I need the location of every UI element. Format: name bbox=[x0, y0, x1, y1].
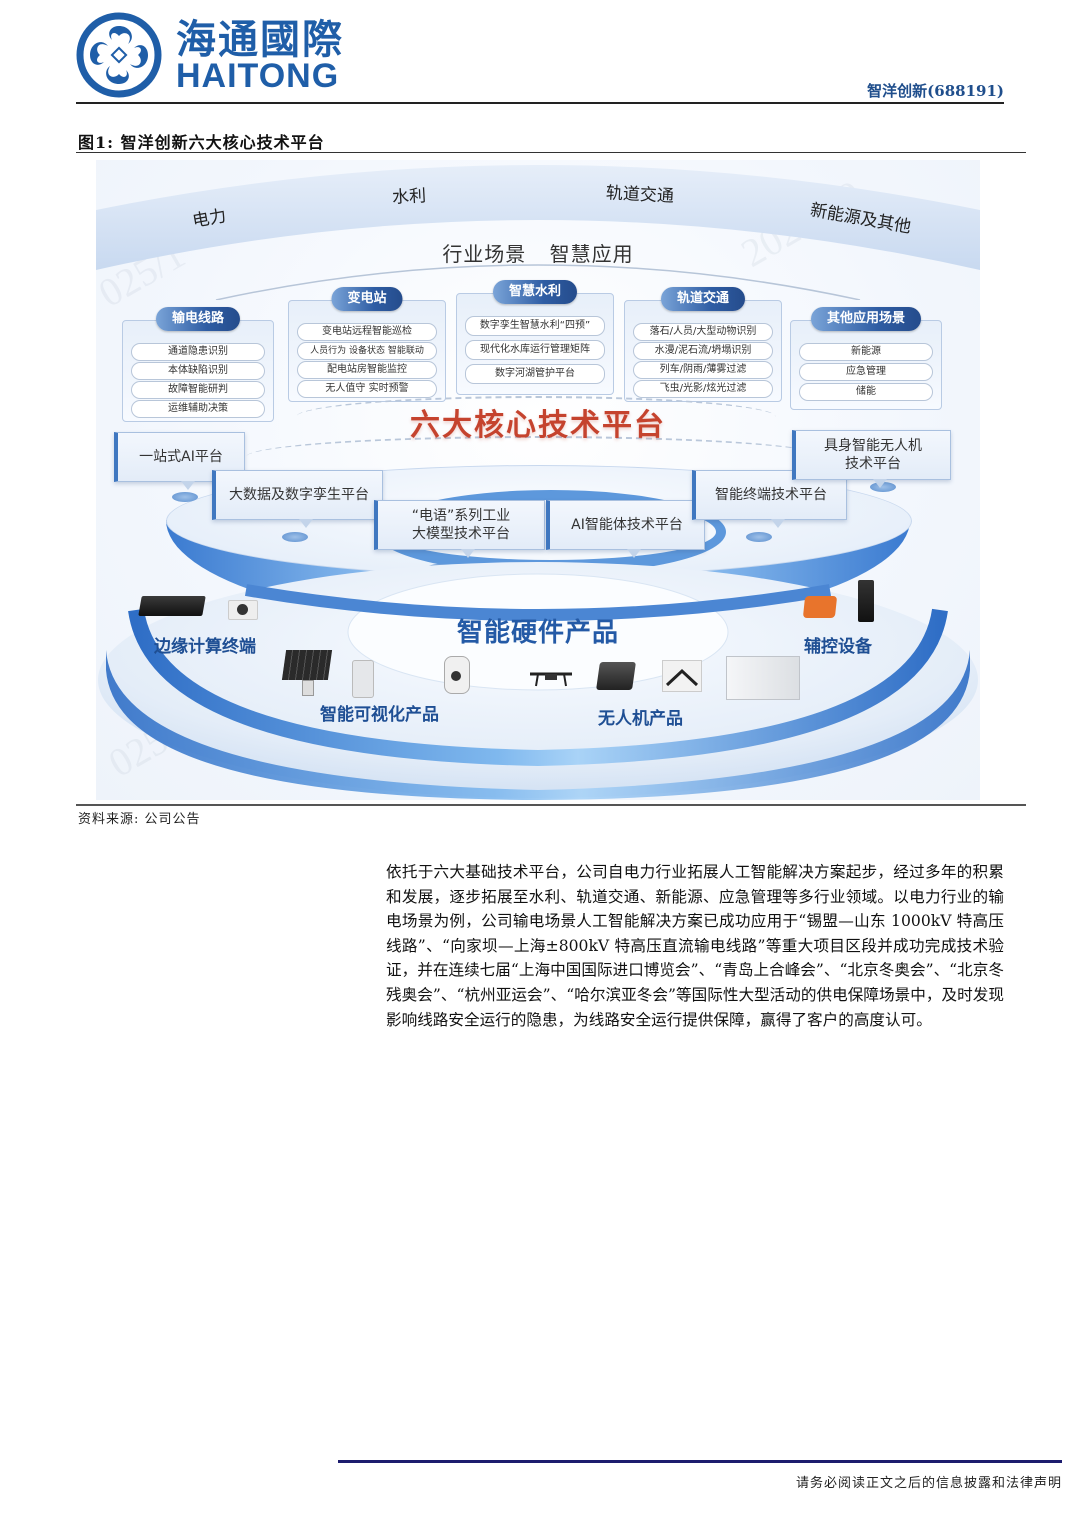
dashed-arc bbox=[296, 396, 776, 438]
card-item: 水漫/泥石流/坍塌识别 bbox=[633, 342, 773, 360]
aux-controller-icon bbox=[858, 580, 874, 622]
hardware-group-edge: 边缘计算终端 bbox=[154, 637, 256, 657]
drone-icon bbox=[528, 670, 574, 687]
scene-title: 行业场景 智慧应用 bbox=[96, 238, 980, 267]
card-item: 飞虫/光影/炫光过滤 bbox=[633, 380, 773, 398]
anchor-dot bbox=[172, 492, 198, 502]
hardware-title: 智能硬件产品 bbox=[456, 618, 619, 648]
scene-title-right: 智慧应用 bbox=[549, 242, 634, 266]
edge-terminal-device-icon bbox=[228, 600, 258, 620]
platform-dianyu-llm: “电语”系列工业 大模型技术平台 bbox=[374, 500, 545, 558]
ptz-camera-icon bbox=[352, 660, 374, 698]
card-item: 本体缺陷识别 bbox=[131, 362, 265, 380]
hardware-group-auxiliary: 辅控设备 bbox=[804, 637, 872, 657]
orange-sensor-icon bbox=[802, 596, 838, 618]
industry-label: 水利 bbox=[391, 186, 427, 208]
stock-ticker: 智洋创新(688191) bbox=[867, 82, 1004, 100]
hardware-group-visual: 智能可视化产品 bbox=[320, 705, 439, 725]
anchor-dot bbox=[282, 532, 308, 542]
card-item: 变电站远程智能巡检 bbox=[297, 323, 437, 341]
drone-nest-icon bbox=[662, 660, 702, 692]
scenario-card-water: 智慧水利 数字孪生智慧水利“四预” 现代化水库运行管理矩阵 数字河湖管护平台 bbox=[456, 280, 614, 395]
card-item: 列车/阴雨/薄雾过滤 bbox=[633, 361, 773, 379]
card-item: 配电站房智能监控 bbox=[297, 361, 437, 379]
card-item: 无人值守 实时预警 bbox=[297, 380, 437, 398]
figure-title-divider bbox=[76, 152, 1026, 153]
card-item: 故障智能研判 bbox=[131, 381, 265, 399]
scenario-card-substation: 变电站 变电站远程智能巡检 人员行为 设备状态 智能联动 配电站房智能监控 无人… bbox=[288, 287, 446, 402]
card-item: 现代化水库运行管理矩阵 bbox=[465, 340, 605, 360]
card-header: 输电线路 bbox=[155, 307, 241, 331]
figure-title: 图1: 智洋创新六大核心技术平台 bbox=[78, 133, 325, 152]
industry-arc bbox=[96, 165, 980, 300]
card-item: 数字孪生智慧水利“四预” bbox=[465, 316, 605, 336]
scenario-card-other: 其他应用场景 新能源 应急管理 储能 bbox=[790, 307, 942, 410]
logo-english-name: HAITONG bbox=[176, 57, 340, 95]
footer-disclaimer[interactable]: 请务必阅读正文之后的信息披露和法律声明 bbox=[795, 1476, 1062, 1491]
card-header: 变电站 bbox=[331, 287, 403, 311]
dome-camera-icon bbox=[444, 656, 470, 694]
scenario-card-transmission: 输电线路 通道隐患识别 本体缺陷识别 故障智能研判 运维辅助决策 bbox=[122, 307, 274, 422]
card-item: 数字河湖管护平台 bbox=[465, 364, 605, 384]
logo-chinese-name: 海通國際 bbox=[176, 17, 344, 63]
camera-icon bbox=[302, 680, 314, 696]
figure-bottom-divider bbox=[76, 804, 1026, 806]
solar-panel-icon bbox=[281, 650, 333, 680]
footer-divider bbox=[338, 1460, 1062, 1463]
header-divider bbox=[76, 102, 1004, 104]
edge-box-device-icon bbox=[138, 596, 206, 616]
hardware-group-drone: 无人机产品 bbox=[598, 709, 683, 729]
card-item: 运维辅助决策 bbox=[131, 400, 265, 418]
card-item: 新能源 bbox=[799, 343, 933, 361]
card-item: 应急管理 bbox=[799, 363, 933, 381]
card-item: 通道隐患识别 bbox=[131, 343, 265, 361]
scenario-card-rail: 轨道交通 落石/人员/大型动物识别 水漫/泥石流/坍塌识别 列车/阴雨/薄雾过滤… bbox=[624, 287, 782, 402]
anchor-dot bbox=[746, 532, 772, 542]
haitong-logo-icon bbox=[76, 12, 162, 98]
figure-source: 资料来源: 公司公告 bbox=[78, 812, 201, 827]
hangar-cabinet-icon bbox=[726, 656, 800, 700]
card-header: 智慧水利 bbox=[492, 280, 578, 304]
industry-label: 轨道交通 bbox=[605, 183, 675, 207]
scene-title-left: 行业场景 bbox=[442, 242, 527, 266]
platform-ai-agent: AI智能体技术平台 bbox=[546, 500, 705, 558]
platform-big-data-digital-twin: 大数据及数字孪生平台 bbox=[212, 470, 383, 528]
card-item: 人员行为 设备状态 智能联动 bbox=[297, 342, 437, 360]
platform-diagram: 025/1 2025/09 025/1 电力 水利 轨道交通 新能源及其他 行业… bbox=[96, 160, 980, 800]
card-header: 轨道交通 bbox=[660, 287, 746, 311]
body-paragraph: 依托于六大基础技术平台，公司自电力行业拓展人工智能解决方案起步，经过多年的积累和… bbox=[386, 863, 1004, 1029]
card-item: 落石/人员/大型动物识别 bbox=[633, 323, 773, 341]
card-item: 储能 bbox=[799, 383, 933, 401]
ground-station-icon bbox=[596, 662, 636, 690]
platform-embodied-drone: 具身智能无人机 技术平台 bbox=[792, 430, 951, 488]
dashed-arc bbox=[246, 436, 826, 478]
card-header: 其他应用场景 bbox=[810, 307, 922, 331]
core-platform-title: 六大核心技术平台 bbox=[410, 408, 666, 443]
